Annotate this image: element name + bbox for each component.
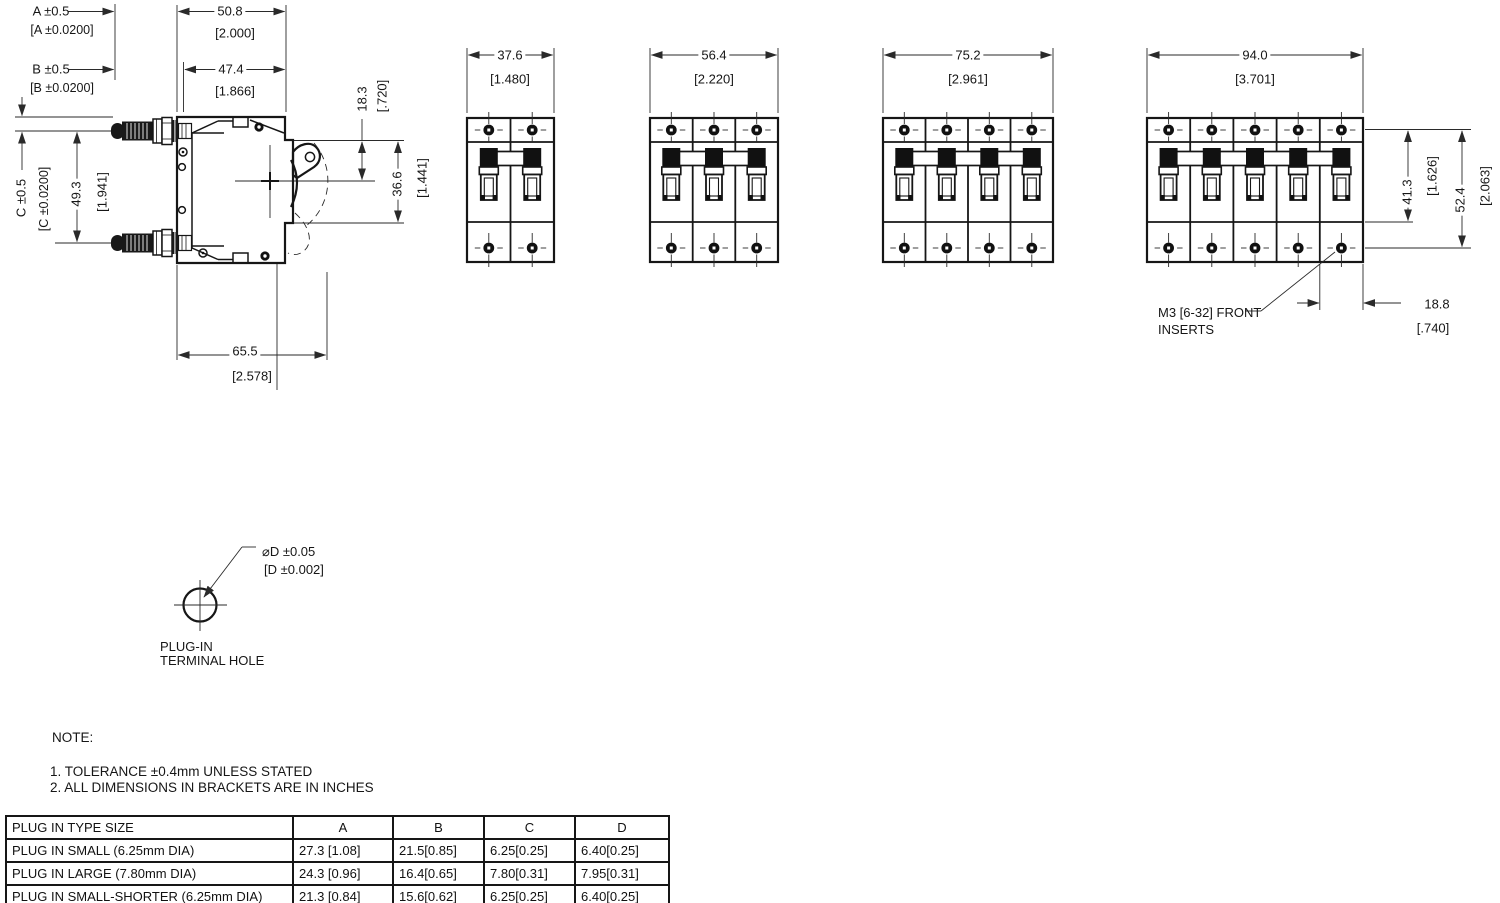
dim-5pole-width-mm: 94.0 bbox=[1239, 48, 1271, 62]
table-cell-a: 27.3 [1.08] bbox=[292, 838, 394, 863]
table-header-a: A bbox=[292, 815, 394, 840]
dim-3pole-width-in: [2.220] bbox=[694, 71, 734, 87]
table-cell-c: 7.80[0.31] bbox=[483, 861, 576, 886]
dim-b-in: [B ±0.0200] bbox=[30, 80, 94, 95]
dim-c-mm: C ±0.5 bbox=[13, 178, 29, 218]
inserts-label-line2: INSERTS bbox=[1158, 322, 1215, 337]
note-item-2: 2. ALL DIMENSIONS IN BRACKETS ARE IN INC… bbox=[50, 780, 374, 795]
table-cell-c: 6.25[0.25] bbox=[483, 838, 576, 863]
table-cell-d: 7.95[0.31] bbox=[574, 861, 670, 886]
inserts-label-line1: M3 [6-32] FRONT bbox=[1158, 305, 1262, 320]
dim-handle-travel-in: [1.441] bbox=[414, 158, 430, 198]
table-cell-b: 16.4[0.65] bbox=[392, 861, 485, 886]
dim-overall-width-mm: 50.8 bbox=[214, 4, 246, 18]
table-header-row: PLUG IN TYPE SIZE A B C D bbox=[5, 815, 670, 840]
dim-4pole-width-mm: 75.2 bbox=[952, 48, 984, 62]
hole-label-line2: TERMINAL HOLE bbox=[160, 653, 265, 668]
table-cell-c: 6.25[0.25] bbox=[483, 884, 576, 903]
table-row: PLUG IN SMALL-SHORTER (6.25mm DIA) 21.3 … bbox=[5, 884, 670, 903]
dim-pole-pitch-in: [.740] bbox=[1416, 320, 1450, 336]
dim-overall-width-in: [2.000] bbox=[215, 25, 255, 41]
table-row: PLUG IN LARGE (7.80mm DIA) 24.3 [0.96] 1… bbox=[5, 861, 670, 886]
dim-total-height-in: [2.063] bbox=[1477, 166, 1493, 206]
dim-2pole-width-in: [1.480] bbox=[490, 71, 530, 87]
dim-4pole-width-in: [2.961] bbox=[948, 71, 988, 87]
table-cell-b: 21.5[0.85] bbox=[392, 838, 485, 863]
table-header-type: PLUG IN TYPE SIZE bbox=[5, 815, 294, 840]
dim-handle-offset-in: [.720] bbox=[374, 79, 390, 113]
dim-a-in: [A ±0.0200] bbox=[30, 22, 94, 37]
dim-5pole-width-in: [3.701] bbox=[1235, 71, 1275, 87]
table-row: PLUG IN SMALL (6.25mm DIA) 27.3 [1.08] 2… bbox=[5, 838, 670, 863]
front-view-2pole bbox=[465, 48, 556, 268]
table-cell-d: 6.40[0.25] bbox=[574, 884, 670, 903]
table-header-b: B bbox=[392, 815, 485, 840]
hole-dia-in: [D ±0.002] bbox=[264, 562, 324, 577]
table-cell-a: 21.3 [0.84] bbox=[292, 884, 394, 903]
front-view-4pole bbox=[881, 48, 1055, 268]
table-cell-type: PLUG IN LARGE (7.80mm DIA) bbox=[5, 861, 294, 886]
dim-c-in: [C ±0.0200] bbox=[36, 166, 51, 232]
dim-b-mm: B ±0.5 bbox=[32, 61, 70, 77]
table-header-c: C bbox=[483, 815, 576, 840]
dim-terminal-pitch-mm: 49.3 bbox=[69, 178, 84, 210]
table-cell-b: 15.6[0.62] bbox=[392, 884, 485, 903]
note-title: NOTE: bbox=[52, 730, 94, 745]
dim-body-width-mm: 47.4 bbox=[215, 62, 247, 76]
dim-2pole-width-mm: 37.6 bbox=[494, 48, 526, 62]
dim-3pole-width-mm: 56.4 bbox=[698, 48, 730, 62]
hole-dia-mm: ⌀D ±0.05 bbox=[262, 544, 316, 559]
dim-upper-height-mm: 41.3 bbox=[1400, 176, 1415, 208]
table-cell-type: PLUG IN SMALL (6.25mm DIA) bbox=[5, 838, 294, 863]
table-cell-type: PLUG IN SMALL-SHORTER (6.25mm DIA) bbox=[5, 884, 294, 903]
dim-overall-depth-mm: 65.5 bbox=[229, 344, 261, 358]
dim-total-height-mm: 52.4 bbox=[1453, 184, 1468, 216]
front-view-3pole bbox=[648, 48, 780, 268]
table-cell-a: 24.3 [0.96] bbox=[292, 861, 394, 886]
terminal-hole-detail bbox=[174, 546, 256, 631]
dim-handle-travel-mm: 36.6 bbox=[390, 168, 405, 200]
dim-upper-height-in: [1.626] bbox=[1424, 156, 1440, 196]
dim-terminal-pitch-in: [1.941] bbox=[94, 172, 110, 212]
plug-in-size-table: PLUG IN TYPE SIZE A B C D PLUG IN SMALL … bbox=[5, 815, 670, 903]
dim-pole-pitch-mm: 18.8 bbox=[1424, 296, 1450, 312]
dim-body-width-in: [1.866] bbox=[215, 83, 255, 99]
table-cell-d: 6.40[0.25] bbox=[574, 838, 670, 863]
hole-label-line1: PLUG-IN bbox=[160, 639, 213, 654]
dim-handle-offset-mm: 18.3 bbox=[355, 83, 370, 115]
front-view-5pole bbox=[1145, 48, 1471, 312]
note-item-1: 1. TOLERANCE ±0.4mm UNLESS STATED bbox=[50, 764, 313, 779]
dim-a-mm: A ±0.5 bbox=[32, 3, 70, 19]
table-header-d: D bbox=[574, 815, 670, 840]
dim-overall-depth-in: [2.578] bbox=[232, 368, 272, 384]
